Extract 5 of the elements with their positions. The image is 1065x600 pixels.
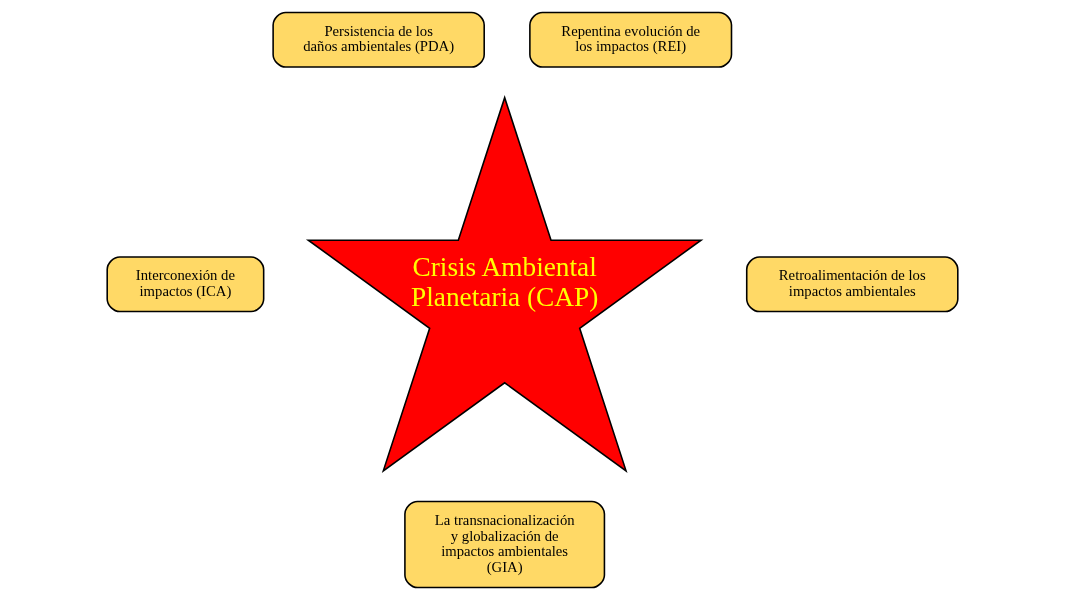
- node-box: La transnacionalización y globalización de impactos ambientales (GIA): [404, 500, 606, 589]
- node-box: Repentina evolución de los impactos (REI): [529, 11, 733, 68]
- node-box: Persistencia de los daños ambientales (PDA): [272, 11, 485, 68]
- node-box: Interconexión de impactos (ICA): [106, 256, 265, 313]
- node-box: Retroalimentación de los impactos ambientales: [745, 256, 959, 313]
